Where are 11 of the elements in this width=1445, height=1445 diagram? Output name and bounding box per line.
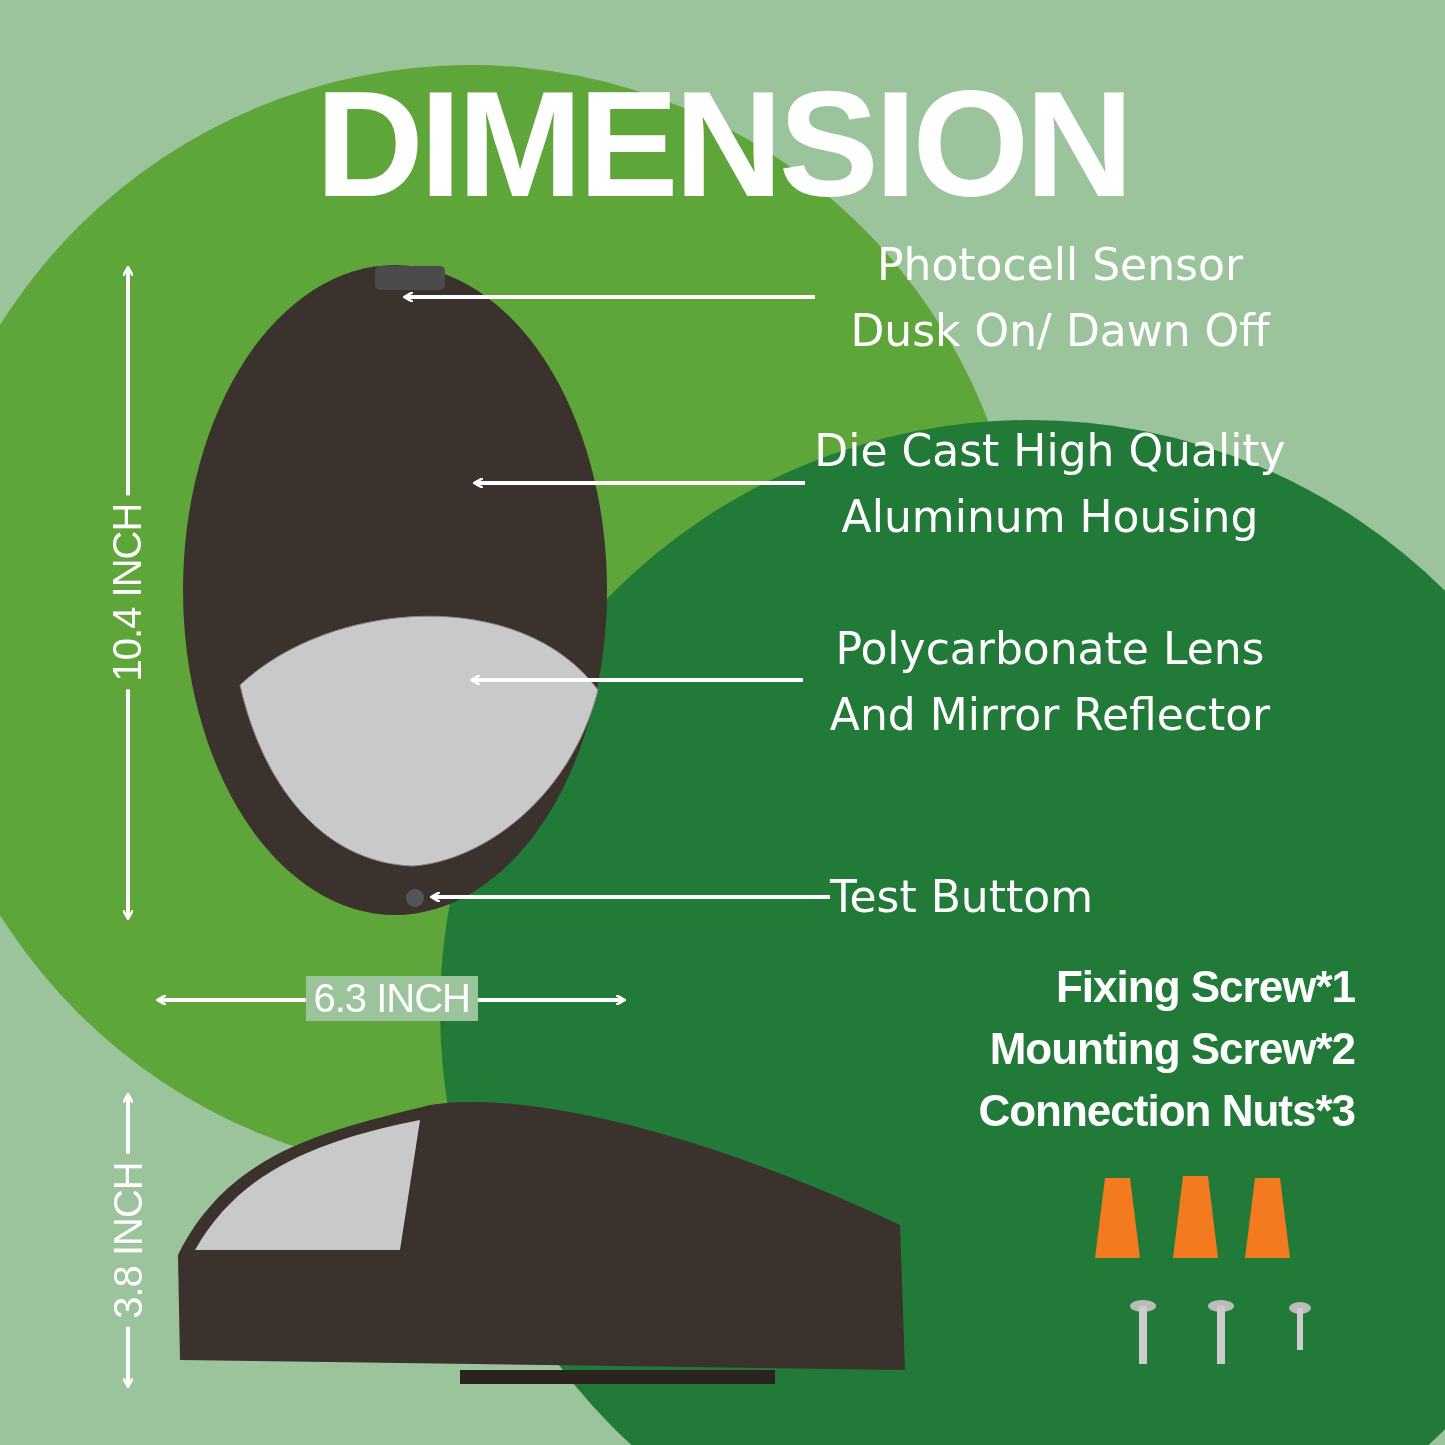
title: DIMENSION (314, 59, 1131, 230)
callout-label: Test Buttom (830, 864, 1130, 930)
leader-arrow (429, 890, 830, 904)
leader-arrow (402, 290, 815, 304)
accessory-label: Connection Nuts*3 (978, 1086, 1355, 1136)
accessory-label: Fixing Screw*1 (1056, 962, 1355, 1012)
leader-arrow (469, 673, 803, 687)
dimension-label: 6.3 INCH (305, 975, 478, 1021)
accessory-label: Mounting Screw*2 (989, 1024, 1355, 1074)
callout-label: Polycarbonate Lens And Mirror Reflector (795, 616, 1305, 748)
leader-arrow (472, 476, 805, 490)
